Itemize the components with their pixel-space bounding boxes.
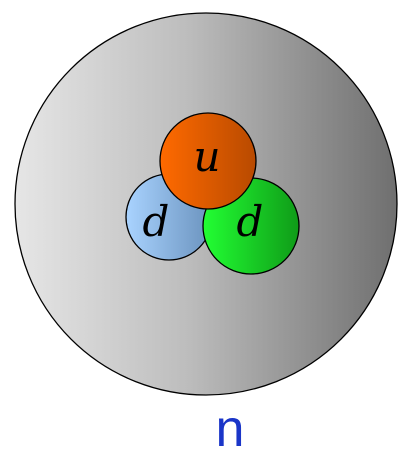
quark-down-blue-label: d <box>143 197 170 246</box>
quark-down-green-label: d <box>237 197 264 246</box>
quark-up-circle <box>159 112 257 210</box>
particle-label: n <box>216 400 245 457</box>
quark-up-label: u <box>193 132 220 181</box>
quark-up: u <box>159 112 257 210</box>
